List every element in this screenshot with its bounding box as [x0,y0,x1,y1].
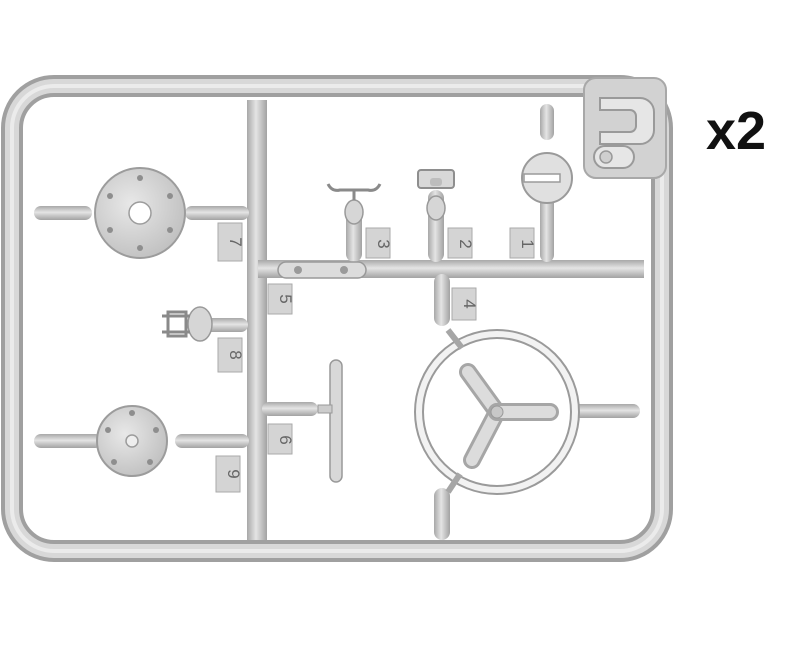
part-6-shaft [262,359,343,483]
part-4-steering-wheel [414,274,640,540]
sprue-frame [1,75,673,562]
quantity-label: x2 [706,101,767,161]
part-number-7: 7 [226,237,245,246]
part-number-6: 6 [276,435,295,444]
part-1-disc [509,104,573,262]
part-number-labels: 1 2 3 4 5 6 7 8 9 [224,237,537,478]
part-2-pedal [417,169,473,262]
part-7-hub [34,167,249,262]
part-number-3: 3 [374,239,393,248]
part-5-link [267,261,367,315]
part-9-hub [34,405,249,493]
part-number-5: 5 [276,294,295,303]
part-8-bracket [162,306,248,373]
part-number-4: 4 [460,299,479,308]
sprue-tag [583,77,667,179]
part-3-fork [326,183,391,262]
part-number-1: 1 [518,239,537,248]
part-number-8: 8 [226,350,245,359]
part-number-9: 9 [224,469,243,478]
part-number-2: 2 [456,239,475,248]
